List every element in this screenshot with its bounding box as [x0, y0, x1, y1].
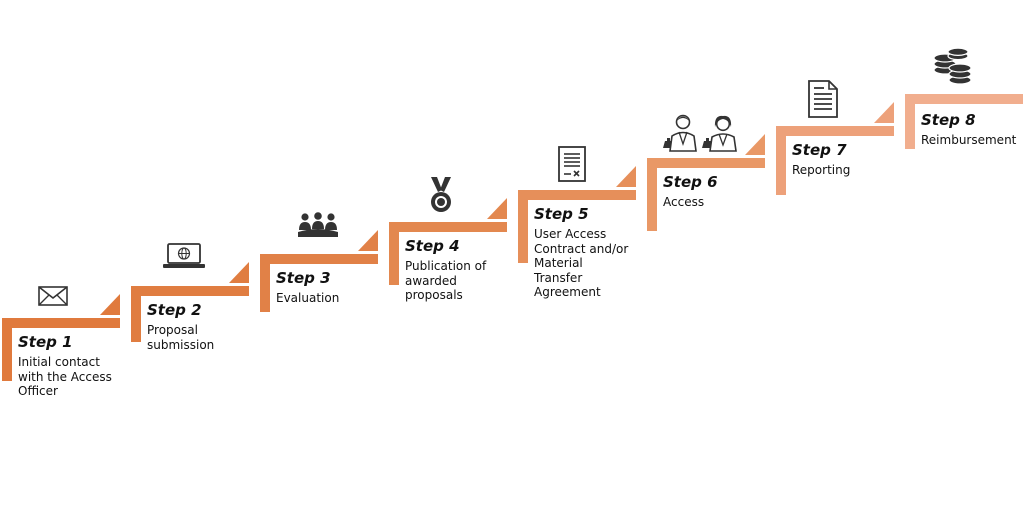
stair-arrow-3: [358, 230, 378, 251]
stair-step-6: [647, 134, 765, 231]
stair-arrow-5: [616, 166, 636, 187]
step-3-title: Step 3: [276, 269, 331, 287]
scientists-icon: [662, 114, 738, 152]
step-2: Step 2 Proposal submission: [147, 301, 269, 352]
step-6-title: Step 6: [663, 173, 718, 191]
step-8-title: Step 8: [921, 111, 976, 129]
stair-step-4: [389, 198, 507, 285]
step-4-description: Publication of awarded proposals: [405, 259, 487, 302]
committee-icon: [298, 212, 338, 238]
stair-arrow-7: [874, 102, 894, 123]
step-5-description: User Access Contract and/or Material Tra…: [534, 227, 629, 299]
step-2-title: Step 2: [147, 301, 202, 319]
step-6: Step 6 Access: [663, 173, 785, 210]
laptop-globe-icon: [162, 243, 206, 269]
step-8: Step 8 Reimbursement: [921, 111, 1024, 148]
medal-icon: [428, 176, 454, 214]
step-7: Step 7 Reporting: [792, 141, 914, 178]
stair-step-2: [131, 262, 249, 342]
step-4-title: Step 4: [405, 237, 460, 255]
step-7-description: Reporting: [792, 163, 851, 177]
stair-step-1: [2, 294, 120, 381]
stair-step-5: [518, 166, 636, 263]
step-5: Step 5 User Access Contract and/or Mater…: [534, 205, 656, 300]
stair-step-8: [905, 94, 1023, 149]
stair-arrow-2: [229, 262, 249, 283]
report-document-icon: [808, 80, 838, 118]
step-3-description: Evaluation: [276, 291, 340, 305]
step-5-title: Step 5: [534, 205, 589, 223]
envelope-icon: [38, 286, 68, 306]
stair-arrow-4: [487, 198, 507, 219]
step-1-title: Step 1: [18, 333, 73, 351]
step-6-description: Access: [663, 195, 705, 209]
stair-arrow-6: [745, 134, 765, 155]
contract-icon: [558, 146, 586, 182]
stair-step-7: [776, 102, 894, 195]
stair-arrow-1: [100, 294, 120, 315]
step-1: Step 1 Initial contact with the Access O…: [18, 333, 140, 399]
step-8-description: Reimbursement: [921, 133, 1017, 147]
step-7-title: Step 7: [792, 141, 847, 159]
step-2-description: Proposal submission: [147, 323, 215, 352]
stair-step-3: [260, 230, 378, 312]
step-3: Step 3 Evaluation: [276, 269, 398, 306]
coins-icon: [930, 48, 974, 86]
step-1-description: Initial contact with the Access Officer: [18, 355, 112, 398]
step-4: Step 4 Publication of awarded proposals: [405, 237, 527, 303]
